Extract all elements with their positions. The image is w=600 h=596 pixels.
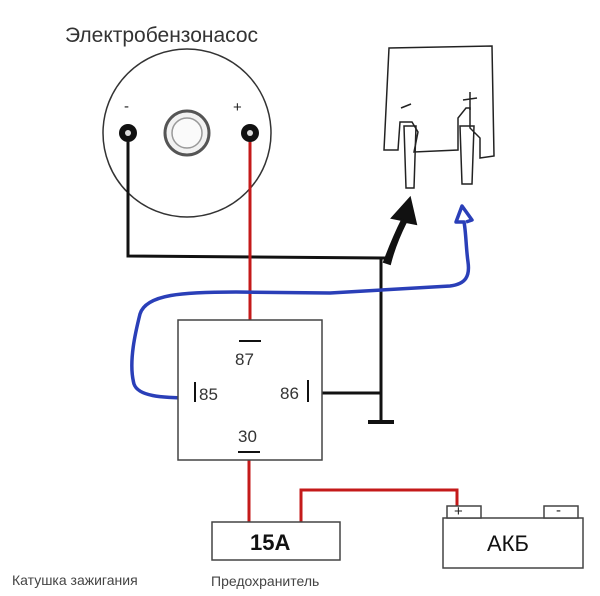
relay-pin-85-label: 85 (199, 385, 218, 404)
pump-minus-terminal-hole (125, 130, 131, 136)
ground-wire-pump (126, 142, 387, 260)
connector-pin-left (403, 125, 417, 189)
red-wire-fuse-to-battery (299, 488, 459, 522)
pump-title: Электробензонасос (65, 24, 258, 47)
battery-body (442, 517, 584, 569)
ignition-coil-caption: Катушка зажигания (12, 572, 138, 588)
pump-plus-terminal-hole (247, 130, 253, 136)
pump-minus-label: - (124, 98, 129, 115)
black-wires (126, 142, 394, 424)
relay-body (177, 319, 323, 461)
battery-plus-label: + (454, 503, 463, 520)
relay-pin-87-label: 87 (235, 350, 254, 369)
pump-plus-label: + (233, 99, 242, 116)
fuse-caption: Предохранитель (211, 573, 319, 589)
pump-connector (383, 45, 495, 189)
battery-minus-terminal (543, 505, 579, 519)
pump-center-inner (171, 117, 203, 149)
fuel-pump: - + (102, 48, 272, 218)
connector-housing (383, 45, 495, 159)
connector-minus-mark (400, 103, 412, 109)
relay-pin-86-label: 86 (280, 384, 299, 403)
battery: + - АКБ (442, 502, 584, 569)
battery-label: АКБ (487, 531, 529, 556)
connector-plus-mark (462, 92, 478, 110)
fuse-label: 15A (250, 530, 290, 555)
battery-minus-label: - (556, 502, 561, 519)
relay-pin-30-label: 30 (238, 427, 257, 446)
fuse: 15A (211, 521, 341, 561)
ground-arrow-icon (382, 195, 418, 266)
battery-plus-terminal (446, 505, 482, 519)
red-wires (247, 142, 459, 522)
fuse-body (211, 521, 341, 561)
relay: 87 85 86 30 (177, 319, 323, 461)
blue-wire (130, 204, 474, 400)
connector-pin-right (459, 125, 475, 185)
